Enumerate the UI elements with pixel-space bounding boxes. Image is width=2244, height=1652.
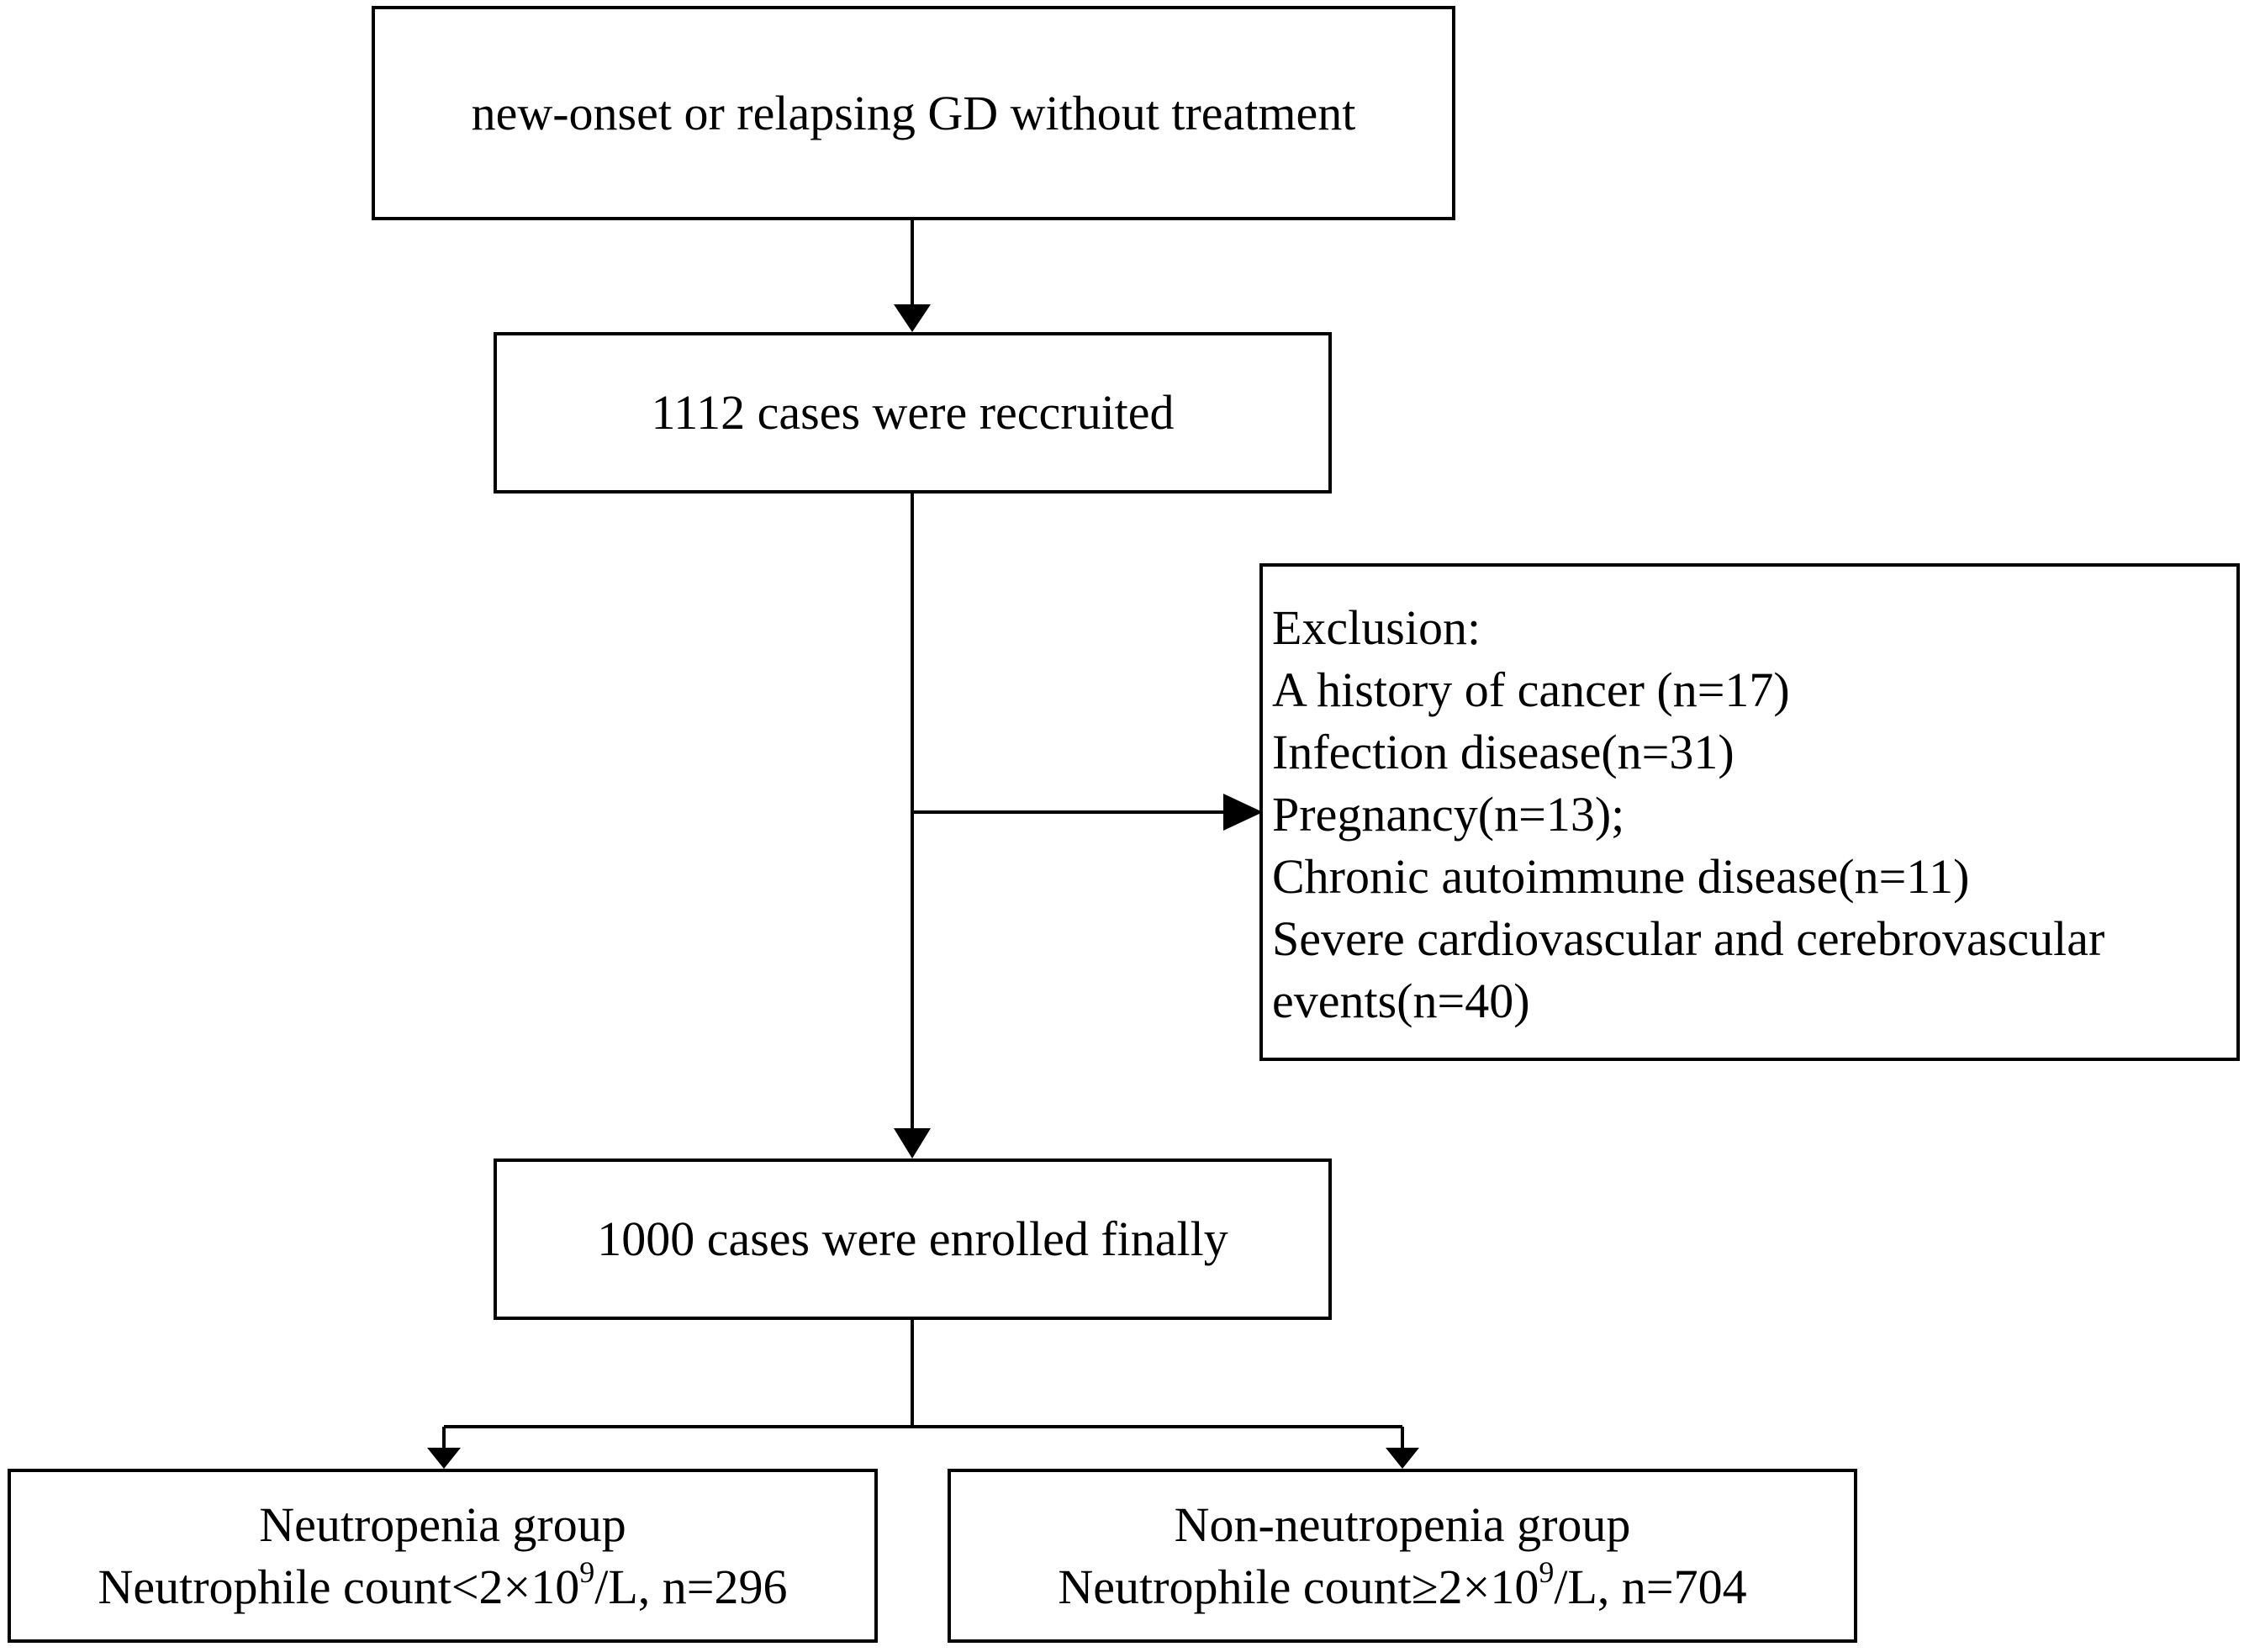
arrowhead-to-enrolled — [894, 1128, 931, 1159]
exclusion-box: Exclusion: A history of cancer (n=17) In… — [1259, 563, 2240, 1061]
non-neutropenia-group-criterion: Neutrophile count≥2×109/L, n=704 — [1058, 1556, 1746, 1618]
neutropenia-group-criterion: Neutrophile count<2×109/L, n=296 — [98, 1556, 787, 1618]
non-neutropenia-group-title: Non-neutropenia group — [1174, 1496, 1631, 1552]
non-neutropenia-criterion-prefix: Neutrophile count≥2×10 — [1058, 1559, 1539, 1614]
non-neutropenia-group-box: Non-neutropenia group Neutrophile count≥… — [948, 1469, 1857, 1643]
enrolled-box: 1000 cases were enrolled finally — [494, 1159, 1332, 1320]
enrolled-box-label: 1000 cases were enrolled finally — [597, 1211, 1228, 1267]
exclusion-item: A history of cancer (n=17) — [1272, 662, 1790, 717]
exclusion-heading: Exclusion: — [1272, 600, 1481, 655]
recruited-box: 1112 cases were reccruited — [494, 332, 1332, 493]
neutropenia-group-title: Neutropenia group — [259, 1496, 626, 1552]
non-neutropenia-criterion-exponent: 9 — [1539, 1555, 1555, 1590]
non-neutropenia-criterion-suffix: /L, n=704 — [1554, 1559, 1747, 1614]
arrowhead-to-recruited — [894, 304, 931, 332]
arrowhead-to-exclusion — [1223, 794, 1263, 831]
neutropenia-criterion-suffix: /L, n=296 — [594, 1559, 788, 1614]
exclusion-item: events(n=40) — [1272, 974, 1530, 1028]
exclusion-item: Infection disease(n=31) — [1272, 725, 1734, 779]
arrowhead-to-neutropenia — [427, 1448, 461, 1469]
exclusion-item: Chronic autoimmune disease(n=11) — [1272, 849, 1970, 904]
recruited-box-label: 1112 cases were reccruited — [651, 385, 1175, 441]
arrowhead-to-non-neutropenia — [1386, 1448, 1419, 1469]
exclusion-item: Severe cardiovascular and cerebrovascula… — [1272, 911, 2105, 966]
neutropenia-criterion-exponent: 9 — [579, 1555, 595, 1590]
neutropenia-criterion-prefix: Neutrophile count<2×10 — [98, 1559, 580, 1614]
start-box-label: new-onset or relapsing GD without treatm… — [471, 85, 1356, 140]
exclusion-item: Pregnancy(n=13); — [1272, 787, 1625, 842]
neutropenia-group-box: Neutropenia group Neutrophile count<2×10… — [8, 1469, 878, 1643]
start-box: new-onset or relapsing GD without treatm… — [372, 6, 1455, 220]
